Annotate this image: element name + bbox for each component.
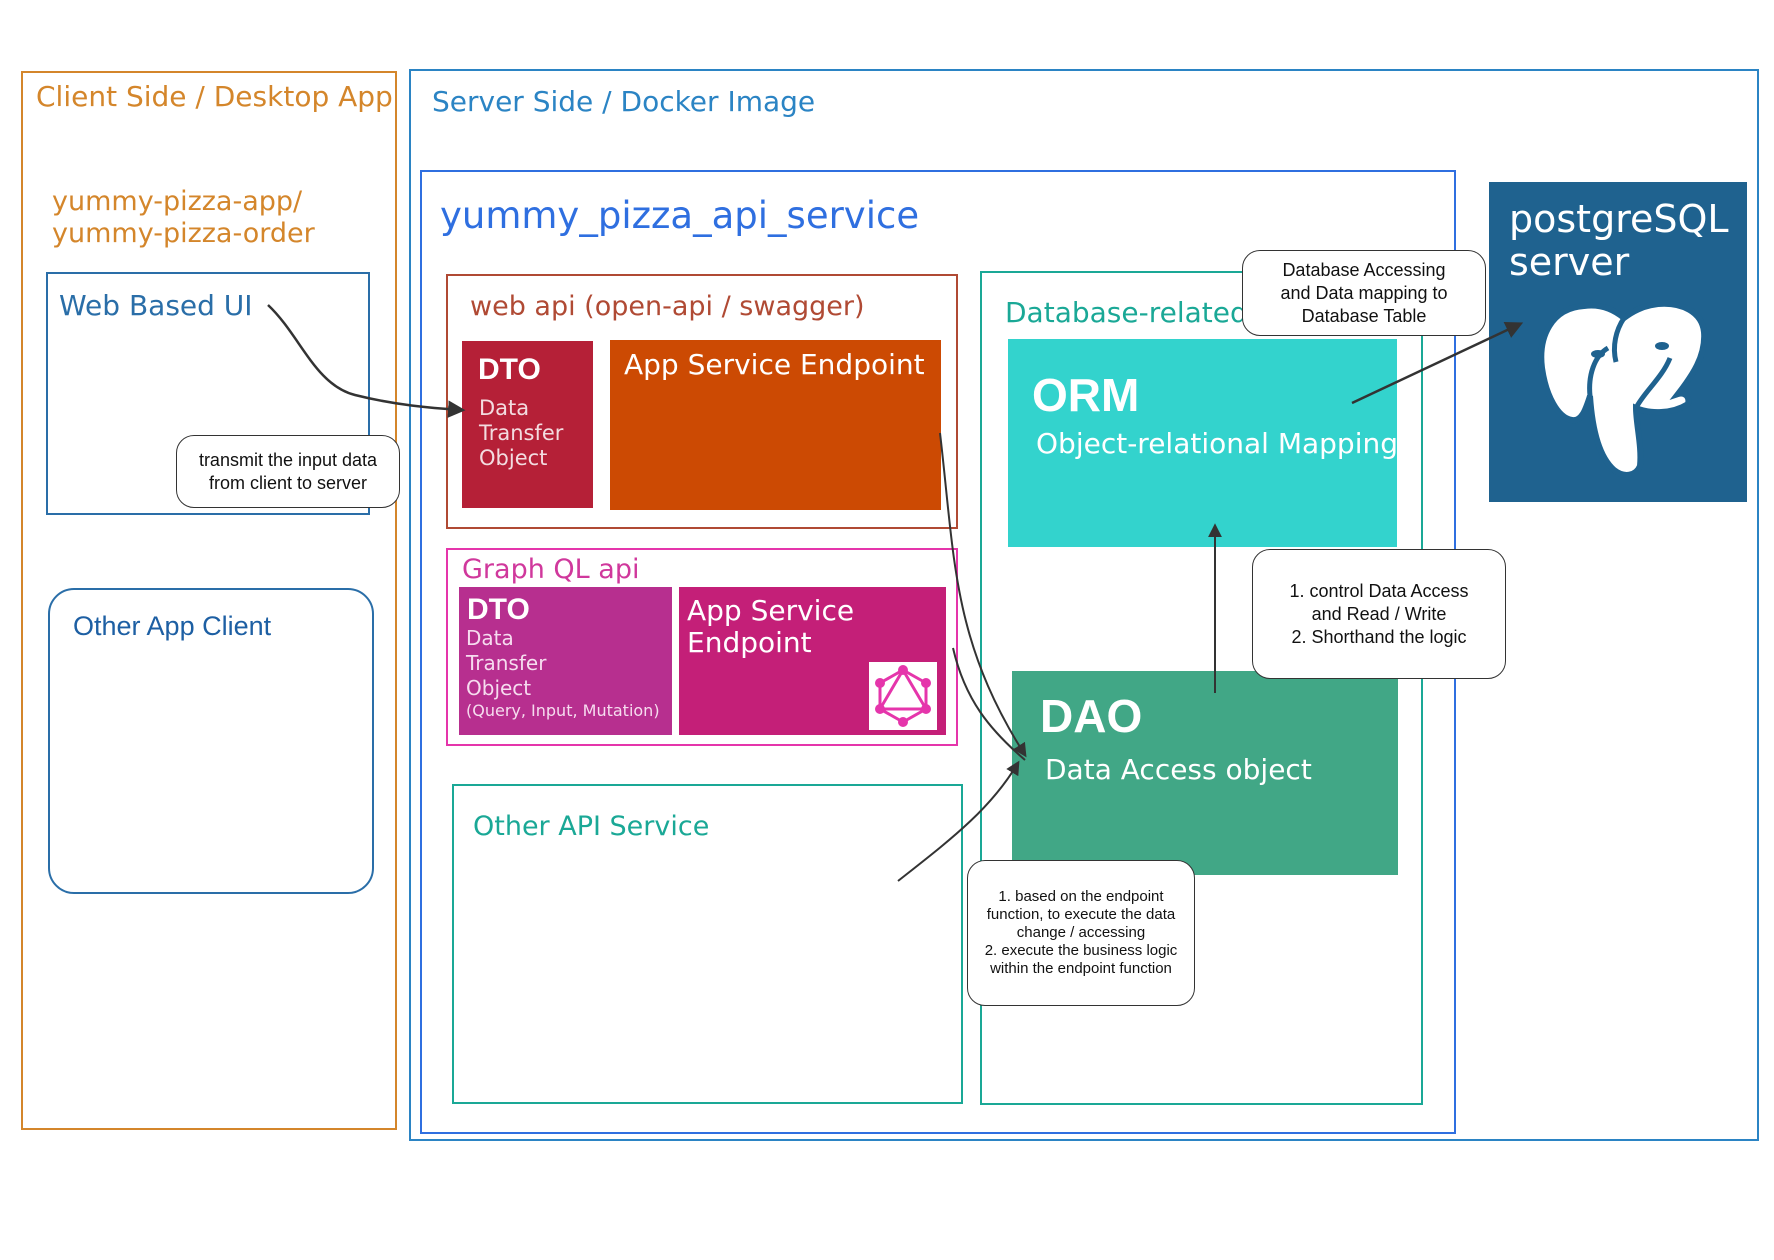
- other-api-service-frame: [452, 784, 963, 1104]
- note-endpoint-logic: 1. based on the endpoint function, to ex…: [967, 860, 1195, 1006]
- web-api-endpoint-label: App Service Endpoint: [624, 348, 925, 381]
- note-database-accessing: Database Accessing and Data mapping to D…: [1242, 250, 1486, 336]
- web-api-dto-title: DTO: [478, 353, 541, 386]
- orm-subtitle: Object-relational Mapping: [1036, 427, 1398, 460]
- graphql-icon: [869, 662, 937, 730]
- other-app-client-box: [48, 588, 374, 894]
- web-based-ui-label: Web Based UI: [59, 289, 253, 322]
- database-related-title: Database-related: [1005, 296, 1248, 329]
- graphql-dto-title: DTO: [467, 593, 530, 626]
- client-side-frame: [21, 71, 397, 1130]
- other-app-client-label: Other App Client: [73, 611, 272, 641]
- note-transmit-input: transmit the input data from client to s…: [176, 435, 400, 508]
- note-db-line2: and Data mapping to: [1280, 282, 1448, 303]
- postgres-line1: postgreSQL: [1509, 197, 1729, 241]
- note-endpoint-line1: 1. based on the endpoint: [998, 888, 1164, 905]
- other-api-service-label: Other API Service: [473, 811, 710, 842]
- web-api-title: web api (open-api / swagger): [470, 291, 865, 322]
- client-repo-line2: yummy-pizza-order: [52, 218, 315, 249]
- note-endpoint-line5: within the endpoint function: [990, 960, 1172, 977]
- graphql-endpoint-line1: App Service: [687, 594, 855, 627]
- orm-box: [1008, 339, 1397, 547]
- web-api-dto-line2: Transfer: [479, 421, 564, 445]
- graphql-dto-line3: Object: [466, 676, 532, 700]
- note-endpoint-line2: function, to execute the data: [986, 906, 1176, 923]
- graphql-dto-line4: (Query, Input, Mutation): [466, 701, 660, 720]
- dao-title: DAO: [1040, 690, 1143, 742]
- note-endpoint-line3: change / accessing: [1016, 924, 1146, 941]
- note-dao-control: 1. control Data Access and Read / Write …: [1252, 549, 1506, 679]
- dao-subtitle: Data Access object: [1045, 753, 1312, 786]
- note-endpoint-line4: 2. execute the business logic: [984, 942, 1178, 959]
- server-side-frame: [409, 69, 1759, 1141]
- web-api-dto-box: [462, 341, 593, 508]
- server-side-title: Server Side / Docker Image: [432, 85, 816, 118]
- note-transmit-line2: from client to server: [208, 472, 368, 493]
- note-dao-line1: 1. control Data Access: [1289, 580, 1469, 601]
- web-api-dto-line1: Data: [479, 396, 530, 420]
- web-api-endpoint-box: [610, 340, 941, 510]
- api-service-title: yummy_pizza_api_service: [440, 194, 920, 237]
- client-side-title: Client Side / Desktop App: [36, 80, 393, 113]
- postgres-line2: server: [1509, 240, 1630, 284]
- note-db-line1: Database Accessing: [1282, 259, 1446, 280]
- graphql-dto-box: [459, 587, 672, 735]
- web-api-dto-line3: Object: [479, 446, 548, 470]
- note-db-line3: Database Table: [1301, 305, 1427, 326]
- note-dao-line3: 2. Shorthand the logic: [1291, 626, 1467, 647]
- note-transmit-line1: transmit the input data: [198, 449, 378, 470]
- postgresql-elephant-icon: [1532, 296, 1712, 480]
- note-dao-line2: and Read / Write: [1311, 603, 1447, 624]
- graphql-dto-line2: Transfer: [466, 651, 547, 675]
- graphql-dto-line1: Data: [466, 626, 514, 650]
- graphql-title: Graph QL api: [462, 554, 640, 585]
- graphql-endpoint-line2: Endpoint: [687, 626, 812, 659]
- client-repo-line1: yummy-pizza-app/: [52, 186, 303, 217]
- orm-title: ORM: [1032, 369, 1140, 421]
- dao-box: [1012, 671, 1398, 875]
